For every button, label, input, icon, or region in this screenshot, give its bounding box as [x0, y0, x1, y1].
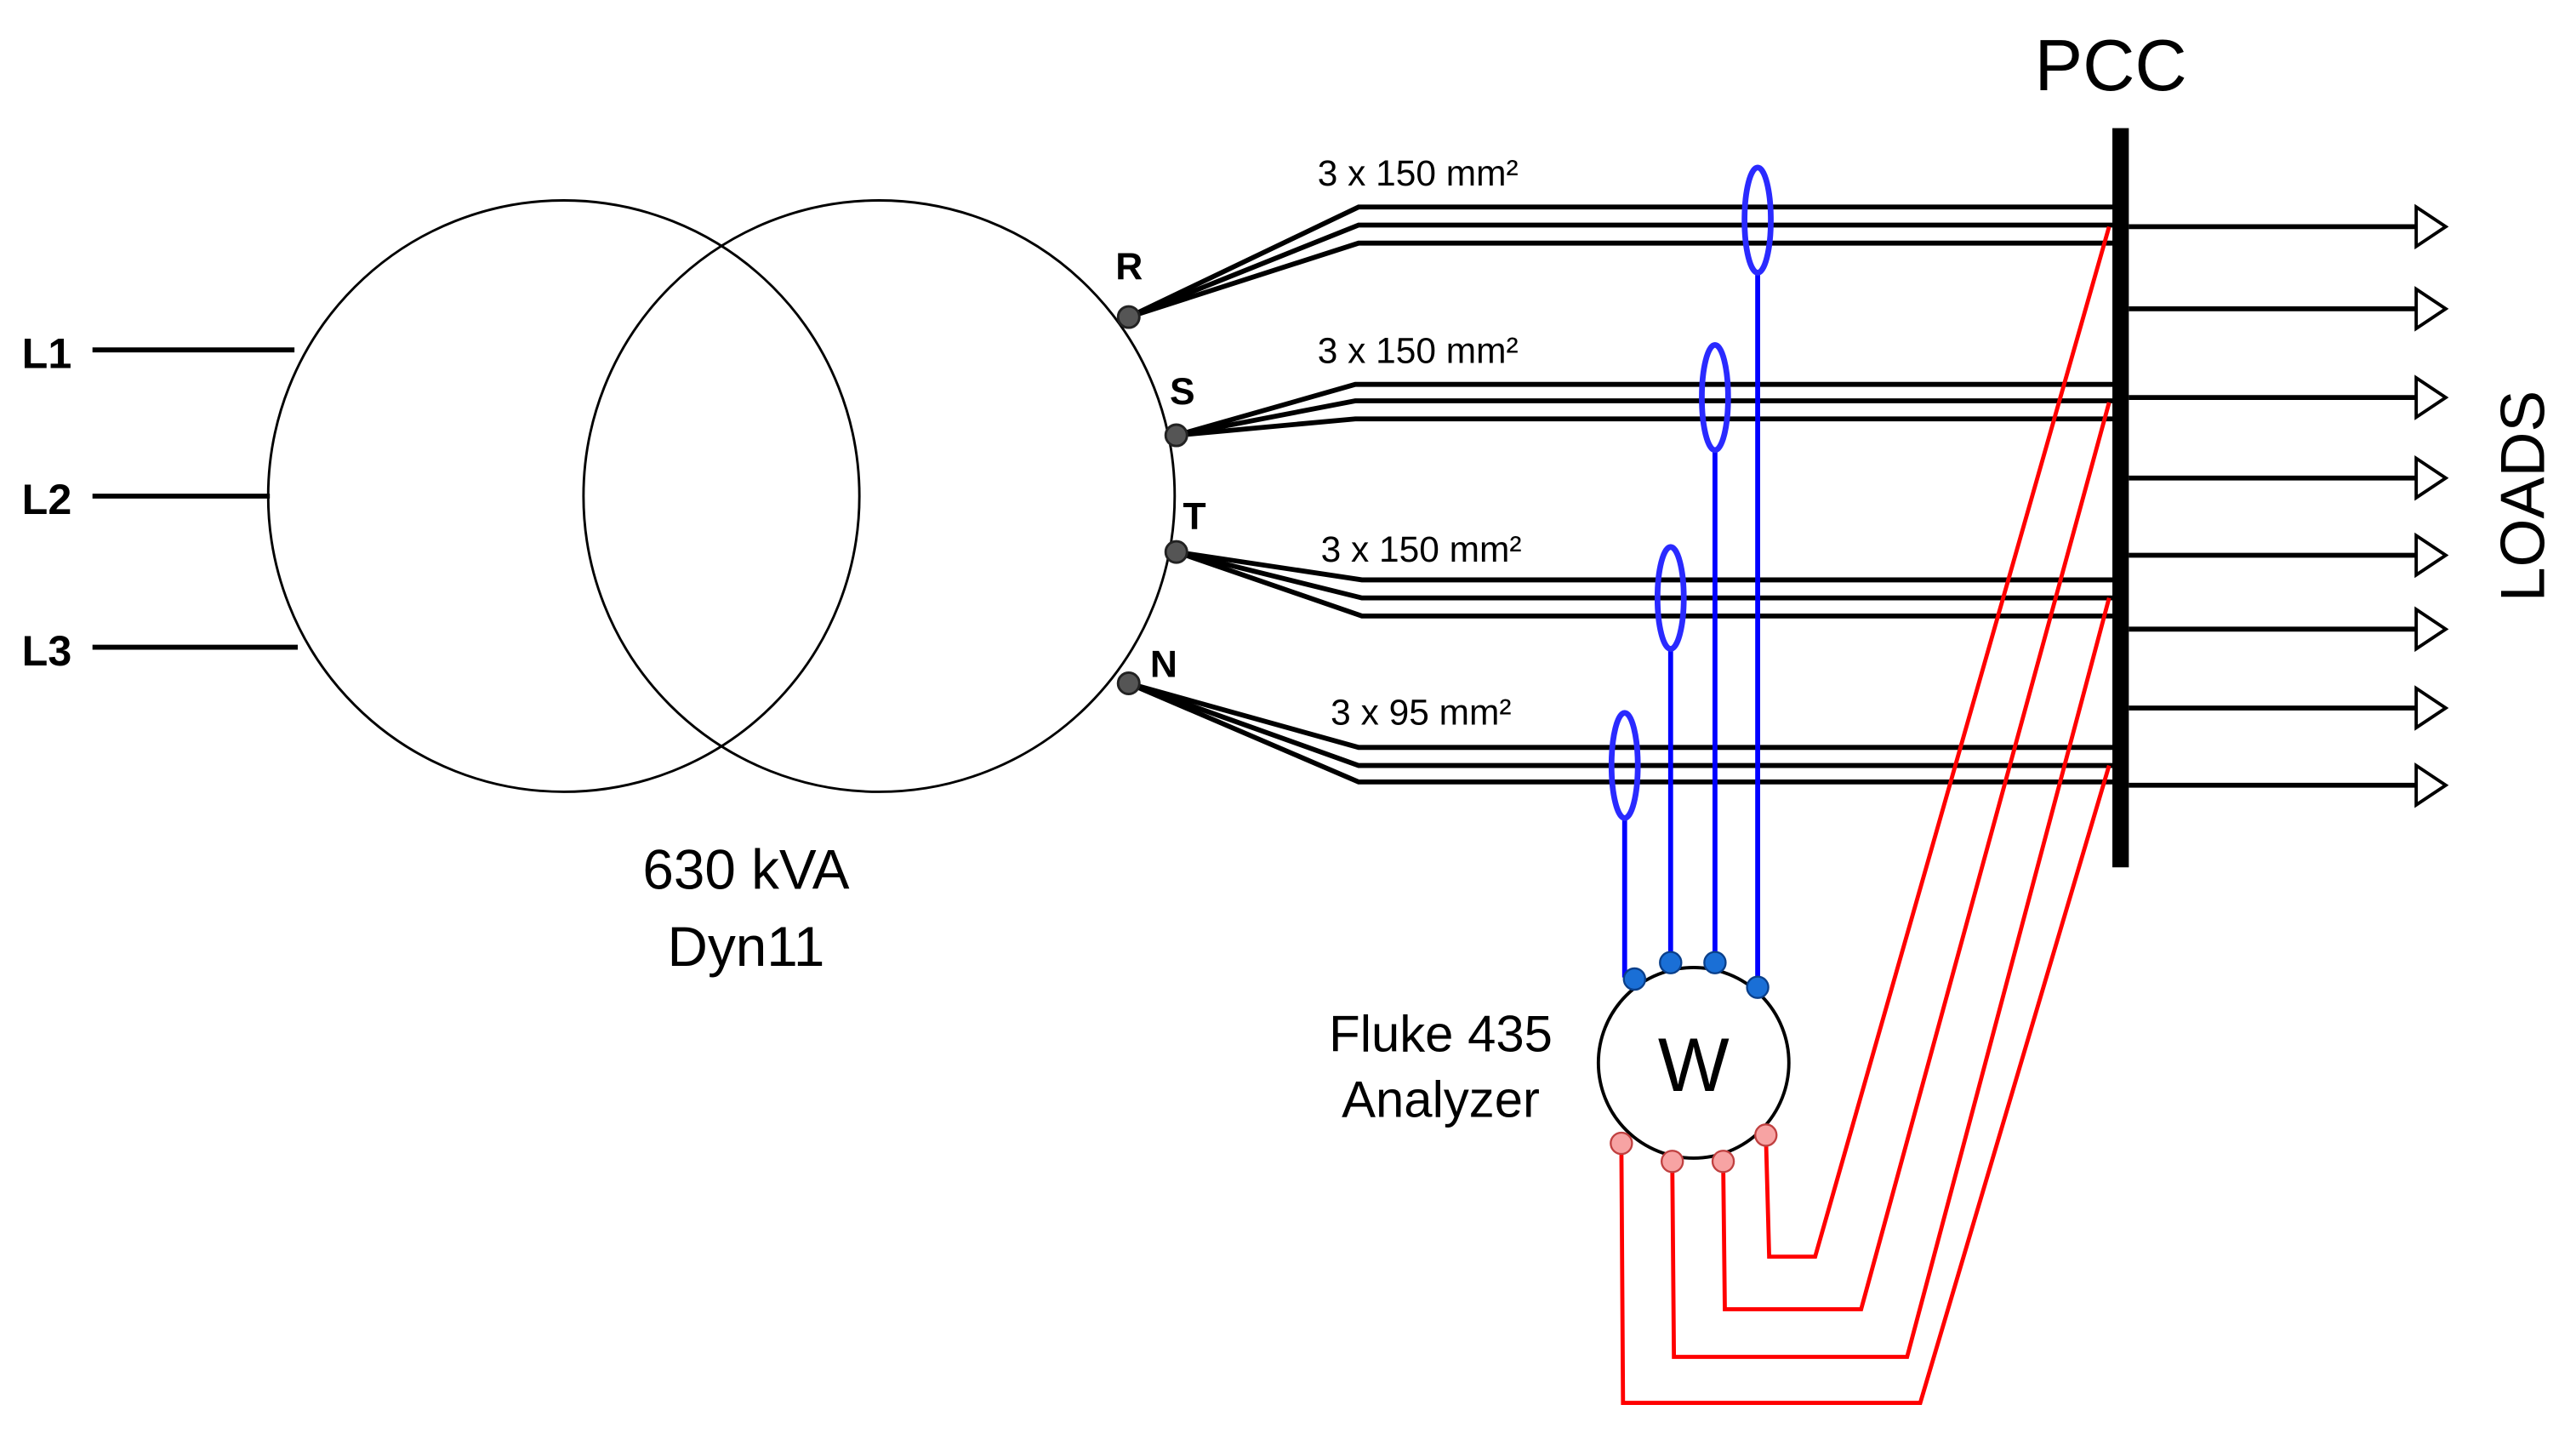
terminal-dot-s	[1164, 423, 1188, 448]
transformer-vector-group: Dyn11	[668, 916, 825, 978]
voltage-lead-s	[1721, 402, 2112, 1311]
analyzer-current-terminal	[1622, 967, 1647, 991]
current-clamp-t	[1654, 544, 1687, 652]
analyzer-current-terminal	[1703, 951, 1727, 974]
current-probe-wires	[1621, 272, 1760, 986]
incoming-label-l1: L1	[22, 329, 72, 377]
cable-s	[1175, 381, 2114, 438]
current-clamp-r	[1741, 164, 1774, 276]
load-arrow	[2129, 685, 2449, 731]
incoming-label-l3: L3	[22, 627, 72, 675]
analyzer-voltage-terminal	[1711, 1150, 1735, 1173]
analyzer-voltage-terminal	[1660, 1150, 1684, 1173]
analyzer-voltage-terminal	[1754, 1123, 1778, 1147]
current-clamp-s	[1699, 341, 1731, 454]
terminal-label-n: N	[1150, 643, 1177, 685]
voltage-lead-t	[1670, 597, 2112, 1359]
cable-n	[1127, 681, 2114, 785]
load-arrow	[2129, 606, 2449, 653]
terminal-dot-t	[1164, 540, 1188, 564]
transformer-secondary-winding	[582, 199, 1177, 793]
transformer-primary-winding	[266, 199, 861, 793]
load-arrow	[2129, 203, 2449, 250]
analyzer-voltage-terminal	[1610, 1131, 1633, 1156]
terminal-label-t: T	[1183, 496, 1205, 538]
voltage-lead-n	[1619, 764, 2112, 1405]
load-arrow	[2129, 374, 2449, 420]
terminal-dot-r	[1116, 305, 1141, 329]
analyzer-type: Analyzer	[1342, 1071, 1540, 1128]
load-feeders	[2129, 203, 2449, 808]
power-analyzer: W Fluke 435 Analyzer	[1329, 951, 1791, 1173]
cable-label-r: 3 x 150 mm²	[1318, 153, 1519, 193]
analyzer-symbol: W	[1658, 1023, 1730, 1107]
analyzer-body	[1596, 966, 1791, 1160]
cable-t	[1175, 549, 2114, 619]
cable-r	[1127, 204, 2114, 320]
load-arrow	[2129, 532, 2449, 579]
voltage-lead-r	[1764, 226, 2112, 1259]
load-arrow	[2129, 286, 2449, 332]
incoming-lines: L1 L2 L3	[22, 329, 298, 675]
cable-label-t: 3 x 150 mm²	[1321, 529, 1522, 569]
pcc-busbar	[2112, 128, 2129, 868]
loads-label: LOADS	[2488, 391, 2558, 602]
cable-label-n: 3 x 95 mm²	[1331, 692, 1511, 732]
terminal-label-s: S	[1170, 371, 1195, 413]
terminal-dot-n	[1116, 671, 1141, 696]
cable-label-s: 3 x 150 mm²	[1318, 331, 1519, 371]
pcc-label: PCC	[2034, 25, 2186, 106]
analyzer-current-terminal	[1659, 951, 1683, 974]
incoming-label-l2: L2	[22, 476, 72, 523]
transformer-rating: 630 kVA	[642, 838, 849, 900]
transformer: 630 kVA Dyn11	[266, 199, 1177, 978]
load-arrow	[2129, 454, 2449, 501]
analyzer-name: Fluke 435	[1329, 1005, 1553, 1062]
analyzer-current-terminal	[1746, 975, 1770, 999]
load-arrow	[2129, 762, 2449, 808]
current-clamp-n	[1608, 710, 1641, 821]
voltage-leads	[1619, 226, 2112, 1405]
terminal-label-r: R	[1115, 246, 1143, 288]
